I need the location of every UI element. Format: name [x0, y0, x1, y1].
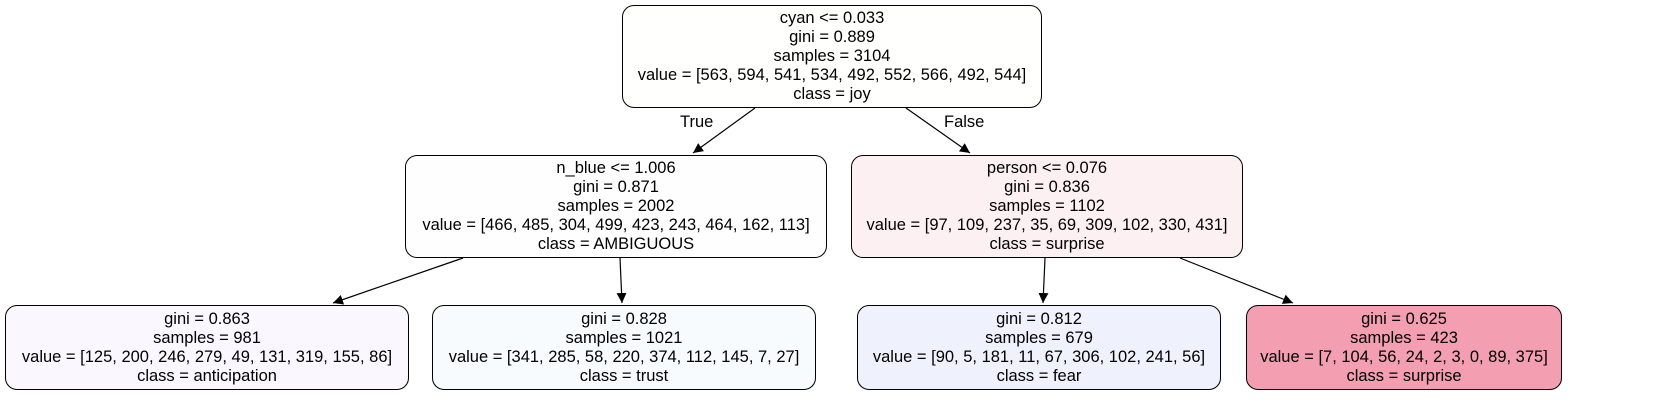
- tree-edge-root-right: [905, 107, 971, 154]
- node-text-line: value = [466, 485, 304, 499, 423, 243, 4…: [422, 216, 810, 234]
- node-text-line: gini = 0.828: [581, 309, 667, 328]
- node-text-line: samples = 981: [153, 328, 261, 347]
- node-text-line: value = [341, 285, 58, 220, 374, 112, 14…: [448, 347, 800, 366]
- node-text-line: value = [125, 200, 246, 279, 49, 131, 31…: [21, 347, 393, 366]
- node-text-line: class = trust: [579, 366, 669, 385]
- node-text-line: samples = 423: [1350, 328, 1458, 347]
- node-text-line: gini = 0.889: [789, 28, 875, 46]
- node-text-line: gini = 0.812: [996, 309, 1082, 328]
- node-text-line: person <= 0.076: [986, 159, 1108, 177]
- node-text-line: samples = 1021: [565, 328, 683, 347]
- node-text-line: n_blue <= 1.006: [556, 159, 676, 177]
- node-text-line: class = surprise: [1346, 366, 1462, 385]
- node-text-line: value = [90, 5, 181, 11, 67, 306, 102, 2…: [872, 347, 1206, 366]
- node-text-line: class = surprise: [989, 235, 1105, 253]
- node-text-line: class = AMBIGUOUS: [537, 235, 695, 253]
- node-text-line: class = anticipation: [137, 366, 277, 385]
- edge-label-true: True: [680, 113, 714, 131]
- tree-edge-root-left: [692, 107, 756, 154]
- tree-edge-left-ll: [332, 257, 464, 305]
- node-text-line: samples = 3104: [773, 47, 891, 65]
- tree-edge-right-rr: [1179, 257, 1294, 304]
- node-text-line: samples = 2002: [557, 197, 675, 215]
- node-text-line: value = [97, 109, 237, 35, 69, 309, 102,…: [866, 216, 1228, 234]
- node-text-line: gini = 0.625: [1361, 309, 1447, 328]
- node-text-line: gini = 0.871: [573, 178, 659, 196]
- node-text-line: value = [563, 594, 541, 534, 492, 552, 5…: [637, 66, 1027, 84]
- edge-label-false: False: [944, 113, 985, 131]
- node-text-line: class = fear: [996, 366, 1082, 385]
- node-text-line: gini = 0.836: [1004, 178, 1090, 196]
- node-text-line: samples = 1102: [989, 197, 1105, 215]
- tree-edge-right-rl: [1038, 257, 1049, 304]
- node-text-line: gini = 0.863: [164, 309, 250, 328]
- node-text-line: cyan <= 0.033: [779, 9, 885, 27]
- node-text-line: value = [7, 104, 56, 24, 2, 3, 0, 89, 37…: [1260, 347, 1548, 366]
- node-text-line: samples = 679: [985, 328, 1093, 347]
- tree-edge-left-lr: [616, 257, 627, 304]
- node-text-line: class = joy: [793, 85, 871, 103]
